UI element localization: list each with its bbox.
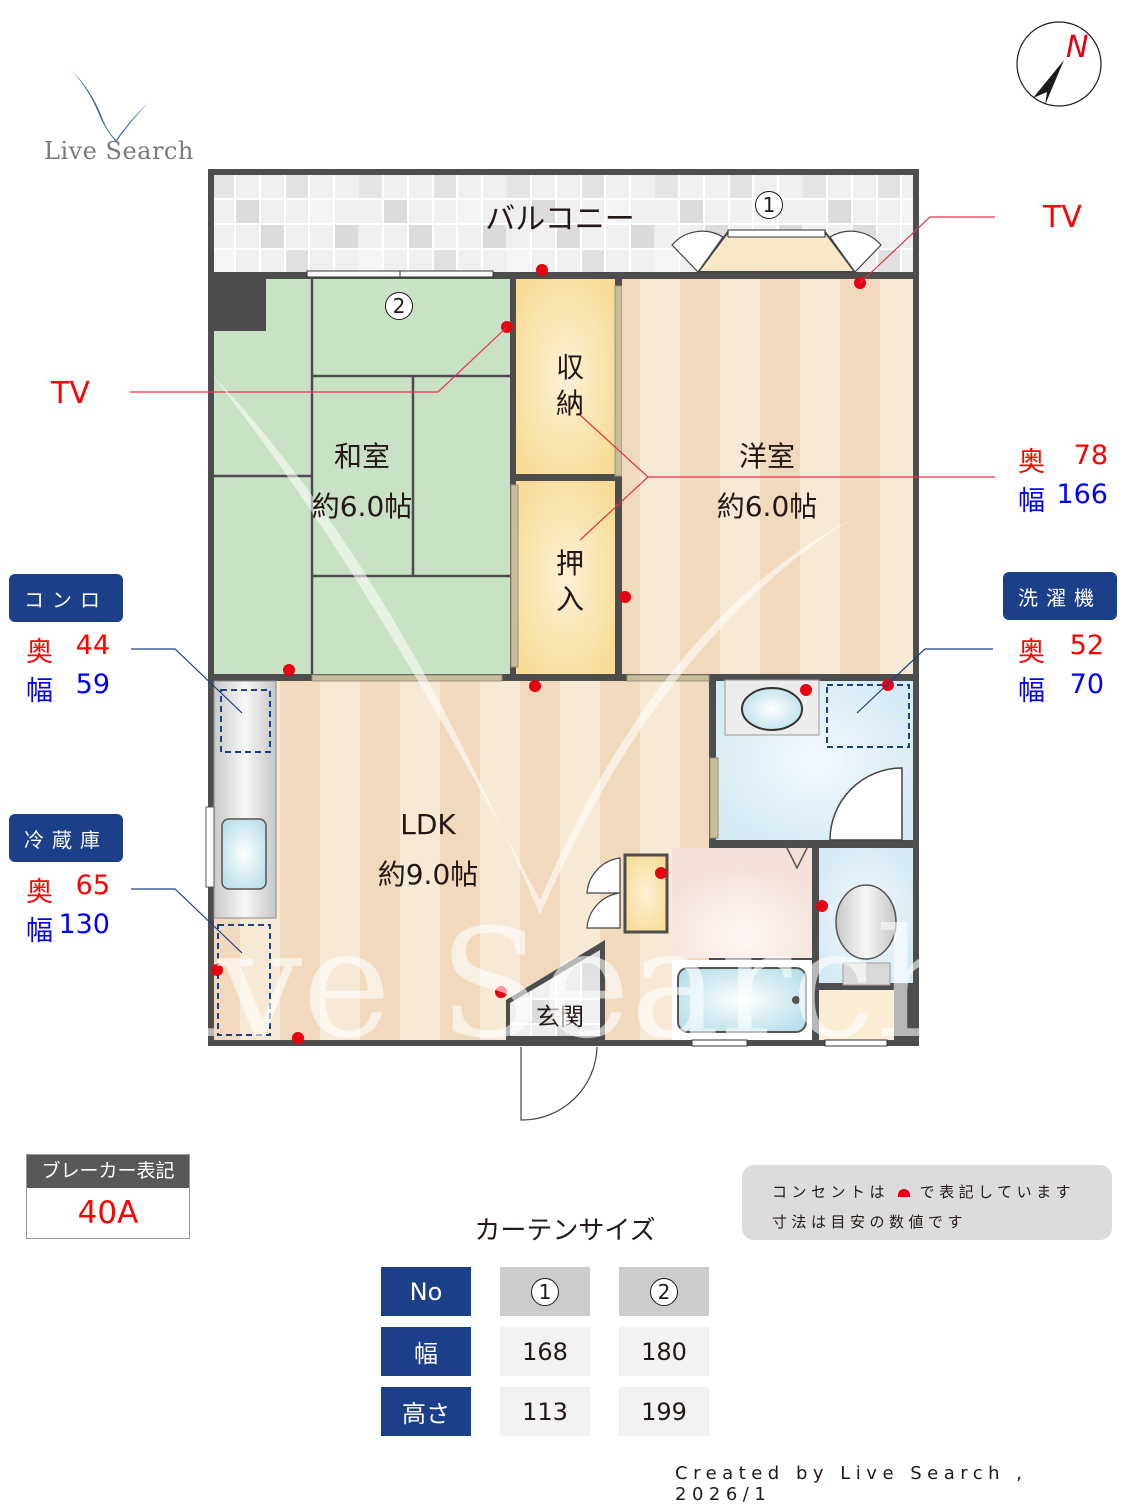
kitchen-sink	[221, 818, 267, 890]
curtain-title: カーテンサイズ	[474, 1216, 656, 1246]
room-ldk-name: LDK	[400, 808, 456, 841]
room-oshiire: 押 入	[555, 547, 584, 616]
curtain-width-1: 168	[500, 1327, 590, 1376]
legend-note: コンセントは で表記しています 寸法は目安の数値です	[742, 1165, 1112, 1240]
curtain-header-width: 幅	[381, 1327, 471, 1376]
oshiire-floor	[516, 481, 615, 674]
room-shuno: 収 納	[555, 351, 584, 420]
shuno-floor	[516, 279, 615, 474]
outlet-markers	[211, 264, 894, 1044]
outlet-icon	[898, 1188, 911, 1197]
curtain-no-2: 2	[619, 1267, 709, 1316]
room-ldk-size: 約9.0帖	[377, 858, 479, 891]
window-marker-2: 2	[385, 292, 413, 320]
curtain-width-2: 180	[619, 1327, 709, 1376]
logo-mark	[71, 70, 149, 142]
note-line-2: 寸法は目安の数値です	[772, 1213, 968, 1231]
bathtub	[677, 967, 807, 1033]
fridge-tag: 冷蔵庫	[9, 814, 123, 862]
curtain-header-no: No	[381, 1267, 471, 1316]
room-balcony: バルコニー	[485, 202, 635, 237]
window-marker-1: 1	[755, 191, 783, 219]
curtain-height-2: 199	[619, 1387, 709, 1436]
curtain-no-1: 1	[500, 1267, 590, 1316]
credit-text: Created by Live Search , 2026/1	[675, 1463, 1028, 1505]
stove-tag: コンロ	[9, 574, 123, 622]
tv-label-left: TV	[51, 376, 90, 411]
compass-icon	[1016, 21, 1102, 107]
washer-tag: 洗濯機	[1003, 572, 1117, 620]
logo-text: Live Search	[44, 137, 194, 165]
room-youshitsu-name: 洋室	[738, 440, 795, 473]
compass-north-label: N	[1066, 30, 1089, 65]
breaker-box: ブレーカー表記 40A	[26, 1154, 190, 1239]
room-youshitsu-size: 約6.0帖	[716, 490, 818, 523]
dressing-floor	[672, 848, 812, 958]
washer-area	[826, 684, 910, 748]
fridge-area	[217, 924, 271, 1036]
room-washitsu-name: 和室	[333, 440, 390, 473]
stove-area	[220, 689, 271, 753]
curtain-header-height: 高さ	[381, 1387, 471, 1436]
room-genkan: 玄関	[536, 1003, 584, 1031]
room-washitsu-size: 約6.0帖	[311, 490, 413, 523]
note-line-1: コンセントは で表記しています	[772, 1183, 1076, 1201]
tv-label-right: TV	[1043, 200, 1082, 235]
breaker-value: 40A	[27, 1188, 189, 1238]
curtain-height-1: 113	[500, 1387, 590, 1436]
breaker-title: ブレーカー表記	[27, 1155, 189, 1188]
toilet	[835, 884, 897, 960]
